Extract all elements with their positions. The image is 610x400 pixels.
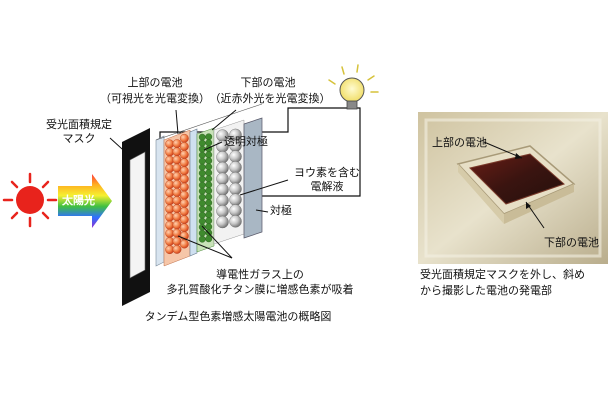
red-dye-particle — [165, 156, 173, 164]
green-dye-particle — [206, 140, 212, 146]
green-dye-particle — [206, 176, 212, 182]
red-dye-particle — [165, 172, 173, 180]
top-cell-title: 上部の電池 — [100, 76, 210, 90]
red-dye-particle — [165, 164, 173, 172]
electrolyte-sphere — [230, 172, 242, 184]
green-dye-particle — [199, 224, 205, 230]
green-dye-particle — [199, 230, 205, 236]
red-dye-particle — [173, 245, 181, 253]
electrolyte-sphere — [230, 215, 242, 227]
photo-top-cell-label: 上部の電池 — [432, 136, 487, 150]
sun-icon — [4, 174, 56, 226]
green-dye-particle — [206, 218, 212, 224]
red-dye-particle — [165, 237, 173, 245]
green-dye-particle — [199, 200, 205, 206]
green-dye-particle — [206, 182, 212, 188]
dye-film-label-line1: 導電性ガラス上の — [130, 268, 390, 282]
green-dye-particle — [199, 158, 205, 164]
green-dye-particle — [199, 152, 205, 158]
green-dye-particle — [206, 236, 212, 242]
transparent-counter-label: 透明対極 — [224, 135, 268, 149]
electrolyte-label-line1: ヨウ素を含む — [282, 166, 372, 180]
top-cell-desc: （可視光を光電変換） — [92, 92, 218, 106]
green-dye-particle — [199, 194, 205, 200]
mask-label-line1: 受光面積規定 — [34, 118, 124, 132]
green-dye-particle — [199, 236, 205, 242]
green-dye-particle — [199, 206, 205, 212]
red-dye-particle — [165, 205, 173, 213]
green-dye-particle — [206, 158, 212, 164]
red-dye-particle — [165, 221, 173, 229]
electrolyte-label-line2: 電解液 — [282, 180, 372, 194]
electrolyte-sphere — [217, 162, 229, 174]
green-dye-particle — [206, 206, 212, 212]
red-dye-particle — [165, 245, 173, 253]
top-cell-dye-layer — [164, 130, 190, 266]
red-dye-particle — [180, 167, 188, 175]
red-dye-particle — [180, 150, 188, 158]
electrolyte-sphere — [217, 194, 229, 206]
electrolyte-sphere — [217, 184, 229, 196]
green-dye-particle — [199, 176, 205, 182]
green-dye-particle — [206, 224, 212, 230]
red-dye-particle — [180, 215, 188, 223]
bottom-cell-title: 下部の電池 — [210, 76, 326, 90]
green-dye-particle — [199, 218, 205, 224]
red-dye-particle — [180, 207, 188, 215]
electrolyte-sphere — [230, 161, 242, 173]
counter-electrode-label: 対極 — [270, 204, 292, 218]
green-dye-particle — [206, 200, 212, 206]
red-dye-particle — [180, 240, 188, 248]
photo-caption-line1: 受光面積規定マスクを外し、斜め — [420, 268, 585, 282]
photo-bottom-cell-label: 下部の電池 — [544, 236, 599, 250]
electrolyte-sphere — [230, 194, 242, 206]
red-dye-particle — [165, 140, 173, 148]
green-dye-particle — [199, 188, 205, 194]
green-dye-particle — [206, 164, 212, 170]
red-dye-particle — [180, 134, 188, 142]
red-dye-particle — [180, 183, 188, 191]
electrolyte-sphere — [217, 216, 229, 228]
green-dye-particle — [199, 170, 205, 176]
green-dye-particle — [206, 212, 212, 218]
electrolyte-sphere — [217, 205, 229, 217]
green-dye-particle — [206, 188, 212, 194]
diagram-caption: タンデム型色素増感太陽電池の概略図 — [118, 310, 358, 324]
green-dye-particle — [206, 152, 212, 158]
mask-label-line2: マスク — [34, 132, 124, 146]
electrolyte-sphere — [230, 183, 242, 195]
red-dye-particle — [165, 180, 173, 188]
red-dye-particle — [180, 224, 188, 232]
red-dye-particle — [180, 175, 188, 183]
red-dye-particle — [180, 159, 188, 167]
red-dye-particle — [165, 148, 173, 156]
green-dye-particle — [206, 194, 212, 200]
lightbulb-icon — [329, 65, 378, 109]
electrolyte-sphere — [230, 205, 242, 217]
front-glass — [156, 136, 164, 266]
sunlight-label: 太陽光 — [62, 194, 95, 208]
green-dye-particle — [199, 182, 205, 188]
electrolyte-sphere — [217, 173, 229, 185]
red-dye-particle — [180, 199, 188, 207]
red-dye-particle — [165, 213, 173, 221]
photo-caption-line2: から撮影した電池の発電部 — [420, 284, 552, 298]
red-dye-particle — [165, 229, 173, 237]
green-dye-particle — [199, 212, 205, 218]
transparent-counter-electrode — [190, 129, 197, 256]
green-dye-particle — [206, 134, 212, 140]
red-dye-particle — [180, 191, 188, 199]
green-dye-particle — [199, 146, 205, 152]
bottom-cell-desc: （近赤外光を光電変換） — [204, 92, 336, 106]
dye-film-label-line2: 多孔質酸化チタン膜に増感色素が吸着 — [130, 283, 390, 297]
green-dye-particle — [199, 140, 205, 146]
green-dye-particle — [206, 170, 212, 176]
red-dye-particle — [165, 189, 173, 197]
red-dye-particle — [165, 197, 173, 205]
green-dye-particle — [199, 164, 205, 170]
electrolyte-sphere — [217, 151, 229, 163]
green-dye-particle — [199, 134, 205, 140]
red-dye-particle — [180, 142, 188, 150]
electrolyte-sphere — [230, 151, 242, 163]
